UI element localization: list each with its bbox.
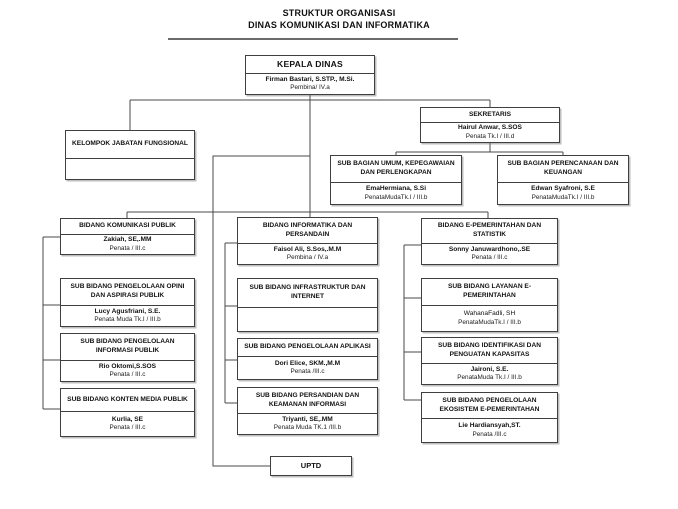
person-name: Rio Oktomi,S.SOS — [98, 362, 157, 370]
person-rank: PenataMudaTk.I / III.b — [364, 193, 428, 201]
person-rank: PenataMuda Tk.I / III.b — [457, 374, 522, 382]
org-box-kepala-dinas: KEPALA DINAS Firman Bastari, S.STP., M.S… — [245, 55, 375, 95]
connector-right-spine — [403, 244, 421, 401]
org-box-sub-bidang-ekosistem: SUB BIDANG PENGELOLAAN EKOSISTEM E-PEMER… — [421, 392, 558, 443]
box-title: KEPALA DINAS — [246, 56, 374, 74]
connector-sekretaris-bracket — [395, 143, 564, 155]
person-name: Firman Bastari, S.STP., M.Si. — [265, 75, 355, 83]
org-box-bidang-komunikasi-publik: BIDANG KOMUNIKASI PUBLIK Zakiah, SE,.MM … — [60, 218, 195, 255]
org-box-sub-bagian-perencanaan: SUB BAGIAN PERENCANAAN DAN KEUANGAN Edwa… — [497, 155, 629, 205]
person-rank: PenataMudaTk.I / III.b — [531, 193, 595, 201]
box-title: KELOMPOK JABATAN FUNGSIONAL — [66, 131, 194, 159]
org-box-sub-bagian-umum: SUB BAGIAN UMUM, KEPEGAWAIAN DAN PERLENG… — [330, 155, 462, 205]
org-box-sub-bidang-layanan: SUB BIDANG LAYANAN E-PEMERINTAHAN Wahana… — [421, 278, 558, 332]
org-box-kelompok-jabatan-fungsional: KELOMPOK JABATAN FUNGSIONAL — [65, 130, 195, 180]
box-title: BIDANG KOMUNIKASI PUBLIK — [61, 219, 194, 235]
person-name: WahanaFadli, SH — [463, 310, 516, 318]
box-title: SUB BIDANG LAYANAN E-PEMERINTAHAN — [422, 279, 557, 306]
connector-middle-spine — [224, 242, 237, 404]
box-title: UPTD — [300, 461, 322, 471]
person-name: Triyanti, SE,.MM — [282, 415, 333, 423]
person-rank: Penata /III.c — [290, 368, 325, 376]
chart-title-line1: STRUKTUR ORGANISASI — [282, 8, 396, 18]
org-box-sekretaris: SEKRETARIS Hairul Anwar, S.SOS Penata Tk… — [420, 107, 560, 143]
org-box-sub-bidang-informasi-publik: SUB BIDANG PENGELOLAAN INFORMASI PUBLIK … — [60, 333, 195, 382]
person-rank: Penata / III.c — [471, 254, 508, 262]
box-title: SUB BIDANG PERSANDIAN DAN KEAMANAN INFOR… — [238, 388, 377, 414]
person-name: Jaironi, S.E. — [470, 365, 509, 373]
person-rank: Penata / III.c — [109, 244, 146, 252]
person-rank: Penata / III.c — [109, 424, 146, 432]
org-box-bidang-e-pemerintahan: BIDANG E-PEMERINTAHAN DAN STATISTIK Sonn… — [421, 218, 558, 265]
person-name: Lucy Agusfriani, S.E. — [94, 307, 161, 315]
person-name: Dori Elice, SKM.,M.M — [274, 359, 341, 367]
org-box-sub-bidang-aplikasi: SUB BIDANG PENGELOLAAN APLIKASI Dori Eli… — [237, 338, 378, 380]
connector-left-spine — [42, 236, 60, 410]
connector-uptd-trunk — [212, 155, 310, 467]
person-rank: Penata / III.c — [109, 371, 146, 379]
person-rank: Pembina / IV.a — [286, 254, 329, 262]
box-title: SUB BIDANG PENGELOLAAN INFORMASI PUBLIK — [61, 334, 194, 361]
person-rank: Pembina/ IV.a — [290, 84, 330, 92]
box-title: BIDANG INFORMATIKA DAN PERSANDAIN — [238, 218, 377, 244]
org-box-sub-bidang-infrastruktur: SUB BIDANG INFRASTRUKTUR DAN INTERNET — [237, 278, 378, 332]
person-rank: Penata /III.c — [472, 430, 507, 438]
box-title: SUB BIDANG KONTEN MEDIA PUBLIK — [61, 389, 194, 412]
chart-title-line2: DINAS KOMUNIKASI DAN INFORMATIKA — [248, 20, 430, 30]
box-title: SUB BAGIAN UMUM, KEPEGAWAIAN DAN PERLENG… — [331, 156, 461, 183]
person-name: Lie Hardiansyah,ST. — [458, 422, 521, 430]
box-title: SUB BAGIAN PERENCANAAN DAN KEUANGAN — [498, 156, 628, 183]
connector-bidang-row — [126, 211, 489, 218]
person-rank: Penata Muda TK.1 /III.b — [273, 424, 342, 432]
empty-body — [66, 159, 194, 179]
org-box-sub-bidang-konten-media: SUB BIDANG KONTEN MEDIA PUBLIK Kurlia, S… — [60, 388, 195, 437]
org-box-sub-bidang-identifikasi: SUB BIDANG IDENTIFIKASI DAN PENGUATAN KA… — [421, 337, 558, 385]
person-name: Kurlia, SE — [111, 415, 144, 423]
box-title: SEKRETARIS — [421, 108, 559, 123]
empty-body — [238, 308, 377, 331]
person-rank: PenataMudaTk.I / III.b — [458, 318, 521, 326]
person-name: Faisol Ali, S.Sos,.M.M — [273, 245, 342, 253]
title-underline — [168, 38, 458, 40]
person-name: EmaHermiana, S.Si — [365, 185, 427, 193]
org-box-uptd: UPTD — [270, 456, 352, 476]
org-box-bidang-informatika: BIDANG INFORMATIKA DAN PERSANDAIN Faisol… — [237, 217, 378, 265]
person-rank: Penata Muda Tk.I / III.b — [94, 316, 161, 324]
box-title: SUB BIDANG IDENTIFIKASI DAN PENGUATAN KA… — [422, 338, 557, 364]
box-title: SUB BIDANG PENGELOLAAN APLIKASI — [238, 339, 377, 357]
box-title: SUB BIDANG PENGELOLAAN EKOSISTEM E-PEMER… — [422, 393, 557, 419]
box-title: BIDANG E-PEMERINTAHAN DAN STATISTIK — [422, 219, 557, 244]
org-box-sub-bidang-persandian: SUB BIDANG PERSANDIAN DAN KEAMANAN INFOR… — [237, 387, 378, 435]
person-name: Edwan Syafroni, S.E — [531, 185, 595, 193]
person-name: Zakiah, SE,.MM — [103, 236, 152, 244]
person-name: Hairul Anwar, S.SOS — [458, 124, 522, 132]
org-box-sub-bidang-opini: SUB BIDANG PENGELOLAAN OPINI DAN ASPIRAS… — [60, 278, 195, 327]
box-title: SUB BIDANG INFRASTRUKTUR DAN INTERNET — [238, 279, 377, 308]
chart-title: STRUKTUR ORGANISASI DINAS KOMUNIKASI DAN… — [0, 8, 678, 30]
person-rank: Penata Tk.I / III.d — [465, 132, 515, 140]
person-name: Sonny Januwardhono,.SE — [448, 245, 531, 253]
box-title: SUB BIDANG PENGELOLAAN OPINI DAN ASPIRAS… — [61, 279, 194, 306]
